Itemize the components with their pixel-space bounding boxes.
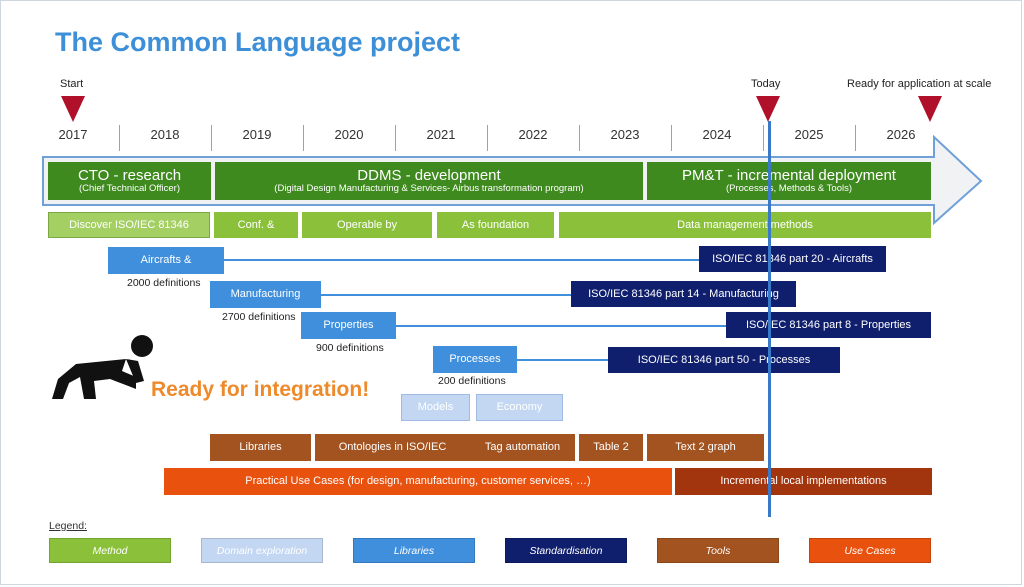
- year-label: 2025: [794, 127, 824, 142]
- definitions-count: 2000 definitions: [127, 277, 201, 289]
- ready-for-integration-text: Ready for integration!: [151, 378, 370, 401]
- year-divider: [487, 125, 488, 151]
- standard-bar: ISO/IEC 81346 part 14 - Manufacturing: [571, 281, 796, 307]
- milestone-ready-marker-icon: [918, 96, 942, 122]
- legend-item-tools: Tools: [657, 538, 779, 563]
- domain-exploration-bar: Economy: [476, 394, 563, 421]
- legend-item-standardisation: Standardisation: [505, 538, 627, 563]
- phase-cto-research: CTO - research (Chief Technical Officer): [48, 162, 211, 200]
- definitions-count: 200 definitions: [438, 375, 506, 387]
- legend-item-domain-exploration: Domain exploration: [201, 538, 323, 563]
- library-bar: Manufacturing: [210, 281, 321, 308]
- year-label: 2024: [702, 127, 732, 142]
- library-bar: Aircrafts &: [108, 247, 224, 274]
- year-divider: [303, 125, 304, 151]
- phase-ddms-development: DDMS - development (Digital Design Manuf…: [215, 162, 643, 200]
- legend-item-libraries: Libraries: [353, 538, 475, 563]
- year-label: 2023: [610, 127, 640, 142]
- year-divider: [855, 125, 856, 151]
- library-standard-connector: [516, 359, 608, 361]
- phase-title: PM&T - incremental deployment: [682, 166, 896, 184]
- library-bar: Properties: [301, 312, 396, 339]
- year-divider: [211, 125, 212, 151]
- year-divider: [579, 125, 580, 151]
- library-standard-connector: [396, 325, 726, 327]
- method-bar: Discover ISO/IEC 81346: [48, 212, 210, 238]
- year-label: 2022: [518, 127, 548, 142]
- standard-bar: ISO/IEC 81346 part 20 - Aircrafts: [699, 246, 886, 272]
- year-divider: [671, 125, 672, 151]
- library-bar: Processes: [433, 346, 517, 373]
- definitions-count: 900 definitions: [316, 342, 384, 354]
- library-standard-connector: [321, 294, 571, 296]
- method-bar: Conf. &: [214, 212, 298, 238]
- runner-start-icon: [52, 335, 153, 399]
- page-title: The Common Language project: [55, 27, 461, 57]
- year-label: 2020: [334, 127, 364, 142]
- tool-bar: Tag automation: [470, 434, 575, 461]
- tool-bar: Text 2 graph: [647, 434, 764, 461]
- phase-title: CTO - research: [77, 166, 182, 184]
- year-divider: [763, 125, 764, 151]
- standard-bar: ISO/IEC 81346 part 8 - Properties: [726, 312, 931, 338]
- method-bar: As foundation: [437, 212, 554, 238]
- method-bar: Data management methods: [559, 212, 931, 238]
- year-label: 2018: [150, 127, 180, 142]
- definitions-count: 2700 definitions: [222, 311, 296, 323]
- legend-title: Legend:: [49, 520, 87, 532]
- year-divider: [119, 125, 120, 151]
- use-case-bar: Incremental local implementations: [675, 468, 932, 495]
- domain-exploration-bar: Models: [401, 394, 470, 421]
- legend-item-method: Method: [49, 538, 171, 563]
- year-label: 2019: [242, 127, 272, 142]
- phase-pmt-deployment: PM&T - incremental deployment (Processes…: [647, 162, 931, 200]
- milestone-today-label: Today: [751, 78, 781, 90]
- tool-bar: Table 2: [579, 434, 643, 461]
- legend-item-use-cases: Use Cases: [809, 538, 931, 563]
- year-label: 2017: [58, 127, 88, 142]
- today-line: [768, 121, 771, 517]
- phase-subtitle: (Digital Design Manufacturing & Services…: [274, 183, 584, 195]
- phase-title: DDMS - development: [357, 166, 501, 184]
- phase-subtitle: (Chief Technical Officer): [78, 183, 181, 195]
- milestone-start-marker-icon: [61, 96, 85, 122]
- tool-bar: Ontologies in ISO/IEC: [315, 434, 470, 461]
- phase-subtitle: (Processes, Methods & Tools): [725, 183, 852, 195]
- tool-bar: Libraries: [210, 434, 311, 461]
- library-standard-connector: [223, 259, 699, 261]
- year-divider: [395, 125, 396, 151]
- use-case-bar: Practical Use Cases (for design, manufac…: [164, 468, 672, 495]
- milestone-start-label: Start: [60, 78, 84, 90]
- milestone-today-marker-icon: [756, 96, 780, 122]
- standard-bar: ISO/IEC 81346 part 50 - Processes: [608, 347, 840, 373]
- year-label: 2026: [886, 127, 916, 142]
- year-label: 2021: [426, 127, 456, 142]
- method-bar: Operable by: [302, 212, 432, 238]
- milestone-ready-label: Ready for application at scale: [847, 78, 992, 90]
